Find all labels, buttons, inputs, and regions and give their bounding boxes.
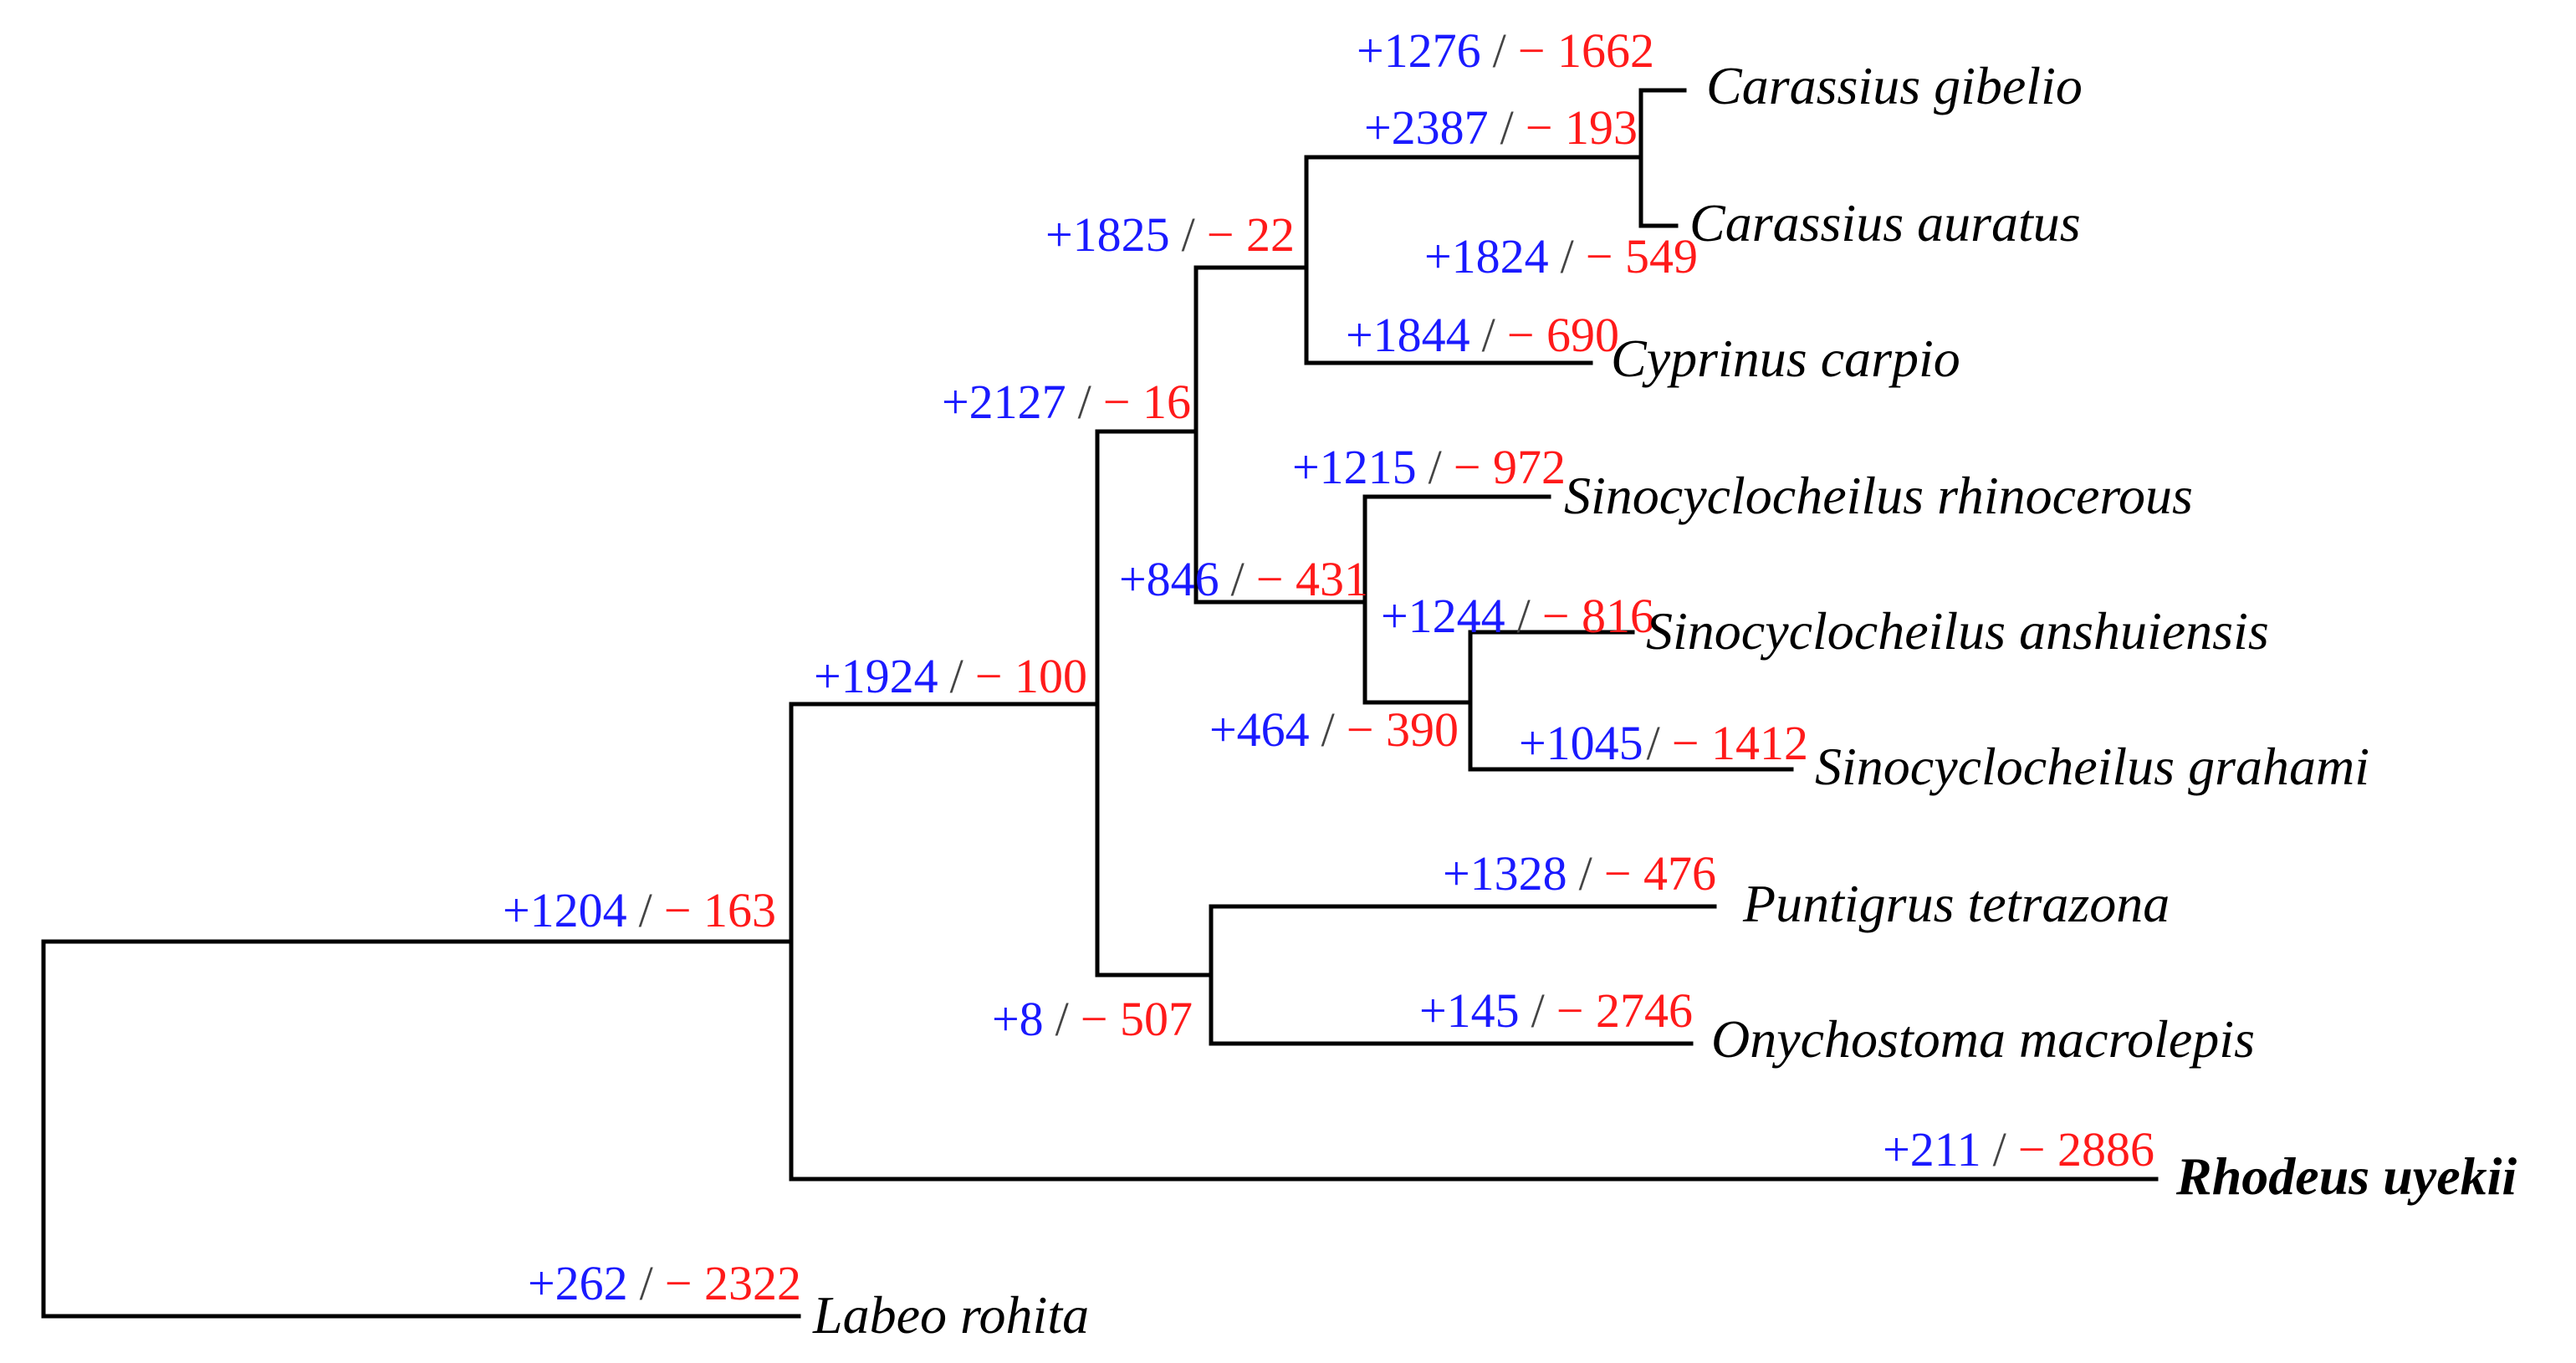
separator: / (1482, 308, 1496, 362)
loss-value: − 163 (664, 883, 776, 937)
gain-loss-label: +1328/− 476 (1443, 846, 1716, 901)
gain-loss-label: +1924/− 100 (814, 649, 1087, 703)
loss-value: − 1662 (1518, 23, 1654, 78)
gain-loss-label: +2127/− 16 (942, 375, 1191, 429)
taxon-labels: Carassius gibelio Carassius auratus Cypr… (812, 56, 2517, 1345)
separator: / (1493, 23, 1507, 78)
taxon-labeo-rohita: Labeo rohita (812, 1285, 1089, 1345)
gain-value: +1045 (1519, 716, 1643, 770)
taxon-sino-anshuiensis: Sinocyclocheilus anshuiensis (1646, 601, 2269, 661)
taxon-sino-grahami: Sinocyclocheilus grahami (1815, 737, 2369, 796)
gain-value: +1204 (503, 883, 627, 937)
loss-value: − 2322 (665, 1256, 801, 1310)
gain-value: +145 (1419, 983, 1520, 1038)
gain-value: +1276 (1357, 23, 1481, 78)
separator: / (1231, 552, 1245, 606)
separator: / (1531, 983, 1546, 1038)
gain-value: +1328 (1443, 846, 1567, 901)
separator: / (1579, 846, 1593, 901)
gain-loss-label: +464/− 390 (1209, 702, 1459, 757)
loss-value: − 972 (1454, 440, 1566, 494)
gain-loss-label: +211/− 2886 (1883, 1122, 2154, 1177)
gain-value: +211 (1883, 1122, 1981, 1177)
gain-value: +262 (528, 1256, 628, 1310)
gain-loss-label: +1045/− 1412 (1519, 716, 1808, 770)
loss-value: − 549 (1586, 229, 1698, 283)
loss-value: − 816 (1542, 589, 1654, 643)
loss-value: − 22 (1207, 207, 1295, 262)
gain-loss-label: +1244/− 816 (1381, 589, 1654, 643)
loss-value: − 100 (975, 649, 1087, 703)
gain-value: +1215 (1292, 440, 1417, 494)
gain-loss-label: +1824/− 549 (1424, 229, 1698, 283)
loss-value: − 2886 (2018, 1122, 2154, 1177)
separator: / (1517, 589, 1531, 643)
gain-loss-label: +8/− 507 (992, 992, 1193, 1046)
separator: / (1078, 375, 1092, 429)
gain-value: +1244 (1381, 589, 1505, 643)
gain-value: +8 (992, 992, 1044, 1046)
tree-branches (41, 88, 2159, 1319)
loss-value: − 390 (1347, 702, 1459, 757)
gain-value: +2387 (1364, 100, 1489, 155)
separator: / (1993, 1122, 2007, 1177)
separator: / (1182, 207, 1196, 262)
loss-value: − 193 (1526, 100, 1638, 155)
gain-value: +1825 (1045, 207, 1170, 262)
gain-loss-label: +1215/− 972 (1292, 440, 1566, 494)
gain-value: +1844 (1346, 308, 1470, 362)
gain-value: +1824 (1424, 229, 1549, 283)
taxon-sino-rhinocerous: Sinocyclocheilus rhinocerous (1564, 466, 2193, 525)
taxon-rhodeus-uyekii: Rhodeus uyekii (2175, 1146, 2517, 1206)
gain-value: +464 (1209, 702, 1310, 757)
loss-value: − 2746 (1556, 983, 1693, 1038)
loss-value: − 1412 (1672, 716, 1808, 770)
taxon-carassius-auratus: Carassius auratus (1689, 193, 2081, 253)
separator: / (639, 883, 653, 937)
taxon-cyprinus-carpio: Cyprinus carpio (1611, 329, 1960, 388)
separator: / (1429, 440, 1443, 494)
gain-value: +846 (1119, 552, 1219, 606)
separator: / (1561, 229, 1575, 283)
taxon-puntigrus-tetrazona: Puntigrus tetrazona (1742, 874, 2170, 933)
gain-loss-label: +1204/− 163 (503, 883, 776, 937)
gain-loss-label: +1844/− 690 (1346, 308, 1619, 362)
gain-loss-label: +1825/− 22 (1045, 207, 1295, 262)
gain-value: +2127 (942, 375, 1066, 429)
gain-loss-label: +846/− 431 (1119, 552, 1368, 606)
loss-value: − 16 (1103, 375, 1191, 429)
gain-value: +1924 (814, 649, 938, 703)
loss-value: − 476 (1604, 846, 1716, 901)
loss-value: − 431 (1256, 552, 1368, 606)
gain-loss-label: +262/− 2322 (528, 1256, 801, 1310)
gain-loss-label: +145/− 2746 (1419, 983, 1693, 1038)
separator: / (1321, 702, 1336, 757)
taxon-onychostoma-macrolepis: Onychostoma macrolepis (1711, 1009, 2255, 1069)
separator: / (1500, 100, 1515, 155)
loss-value: − 507 (1081, 992, 1193, 1046)
separator: / (640, 1256, 654, 1310)
loss-value: − 690 (1507, 308, 1619, 362)
gain-loss-label: +1276/− 1662 (1357, 23, 1654, 78)
gain-loss-label: +2387/− 193 (1364, 100, 1638, 155)
gain-loss-labels: +1276/− 1662 +2387/− 193 +1824/− 549 +18… (503, 23, 2154, 1310)
separator: / (1055, 992, 1070, 1046)
separator: / (1647, 716, 1661, 770)
taxon-carassius-gibelio: Carassius gibelio (1706, 56, 2083, 115)
separator: / (950, 649, 964, 703)
